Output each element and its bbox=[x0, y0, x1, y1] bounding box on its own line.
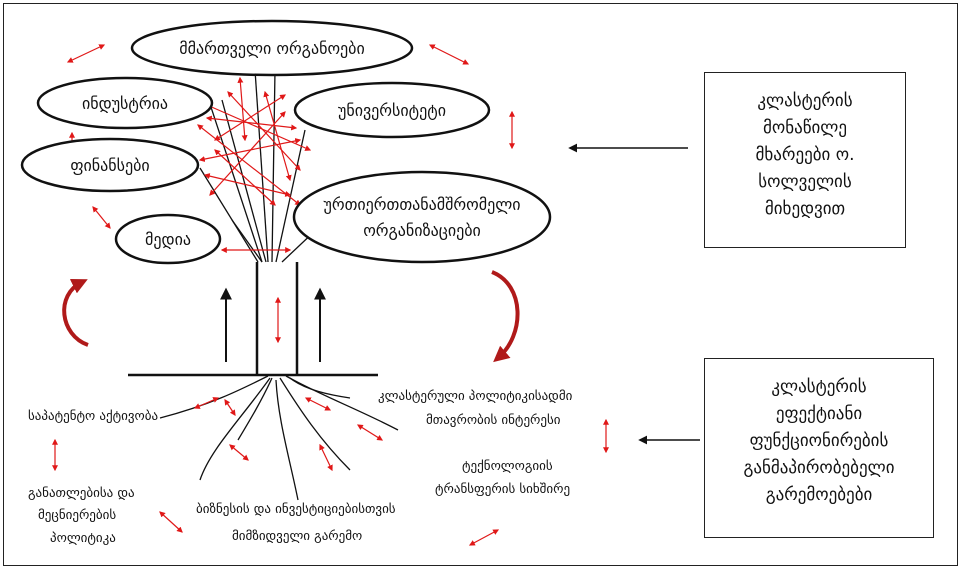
factor-edu-science-line1: განათლებისა და bbox=[28, 486, 135, 501]
participants-line1: კლასტერის bbox=[757, 91, 853, 111]
participants-line5: მიხედვით bbox=[764, 199, 846, 219]
actor-cooperating-orgs-line2: ორგანიზაციები bbox=[363, 221, 481, 240]
interaction-arrows bbox=[66, 44, 515, 344]
ellipse-industry bbox=[36, 76, 214, 130]
right-feedback-arrow bbox=[491, 270, 520, 363]
ellipse-media bbox=[114, 213, 222, 265]
factor-tech-transfer-line2: ტრანსფერის სიხშირე bbox=[435, 482, 570, 497]
participants-text: კლასტერის მონაწილე მხარეები ო. სოლველის … bbox=[704, 88, 906, 223]
roots bbox=[159, 375, 399, 501]
participants-line3: მხარეები ო. bbox=[755, 145, 855, 165]
actor-governing-bodies: მმართველი ორგანოები bbox=[179, 39, 364, 58]
participants-line2: მონაწილე bbox=[762, 118, 848, 138]
factor-business-env-line1: ბიზნესის და ინვესტიციებისთვის bbox=[196, 502, 396, 517]
conditions-line3: ფუნქციონირების bbox=[749, 431, 889, 451]
tree-trunk bbox=[128, 262, 378, 377]
ellipse-finance bbox=[20, 137, 200, 193]
conditions-line2: ეფექტიანი bbox=[775, 404, 863, 424]
factor-edu-science-line2: მეცნიერების bbox=[38, 508, 116, 523]
growth-arrows bbox=[220, 287, 326, 362]
diagram-frame bbox=[3, 3, 958, 566]
factor-cluster-policy-line1: კლასტერული პოლიტიკისადმი bbox=[378, 389, 573, 404]
feedback-curves bbox=[62, 270, 520, 363]
actor-industry: ინდუსტრია bbox=[82, 94, 168, 113]
ellipse-governing-bodies bbox=[130, 19, 414, 77]
factor-business-env-line2: მიმზიდველი გარემო bbox=[232, 529, 362, 544]
factor-tech-transfer-line1: ტექნოლოგიის bbox=[462, 459, 553, 474]
participants-box bbox=[704, 72, 906, 248]
ellipse-university bbox=[293, 81, 491, 139]
factor-cluster-policy-line2: მთავრობის ინტერესი bbox=[426, 413, 561, 428]
ellipse-cooperating-orgs bbox=[292, 170, 552, 264]
actor-finance: ფინანსები bbox=[70, 156, 149, 175]
conditions-line4: განმაპირობებელი bbox=[743, 458, 895, 478]
actors: მმართველი ორგანოები ინდუსტრია უნივერსიტე… bbox=[20, 19, 552, 265]
left-feedback-arrow bbox=[62, 278, 89, 347]
environment-factors: საპატენტო აქტივობა კლასტერული პოლიტიკისა… bbox=[28, 389, 573, 546]
pointer-arrows bbox=[568, 143, 700, 445]
actor-university: უნივერსიტეტი bbox=[338, 101, 446, 120]
conditions-text: კლასტერის ეფექტიანი ფუნქციონირების განმა… bbox=[704, 374, 934, 509]
root-arrows bbox=[52, 397, 609, 546]
conditions-line5: გარემოებები bbox=[765, 485, 873, 505]
factor-edu-science-line3: პოლიტიკა bbox=[50, 531, 116, 546]
conditions-line1: კლასტერის bbox=[771, 377, 867, 397]
factor-patent-activity: საპატენტო აქტივობა bbox=[28, 409, 158, 424]
conditions-box bbox=[704, 358, 934, 538]
actor-media: მედია bbox=[145, 230, 191, 249]
participants-line4: სოლველის bbox=[758, 172, 852, 192]
actor-cooperating-orgs-line1: ურთიერთთანამშრომელი bbox=[323, 195, 520, 214]
